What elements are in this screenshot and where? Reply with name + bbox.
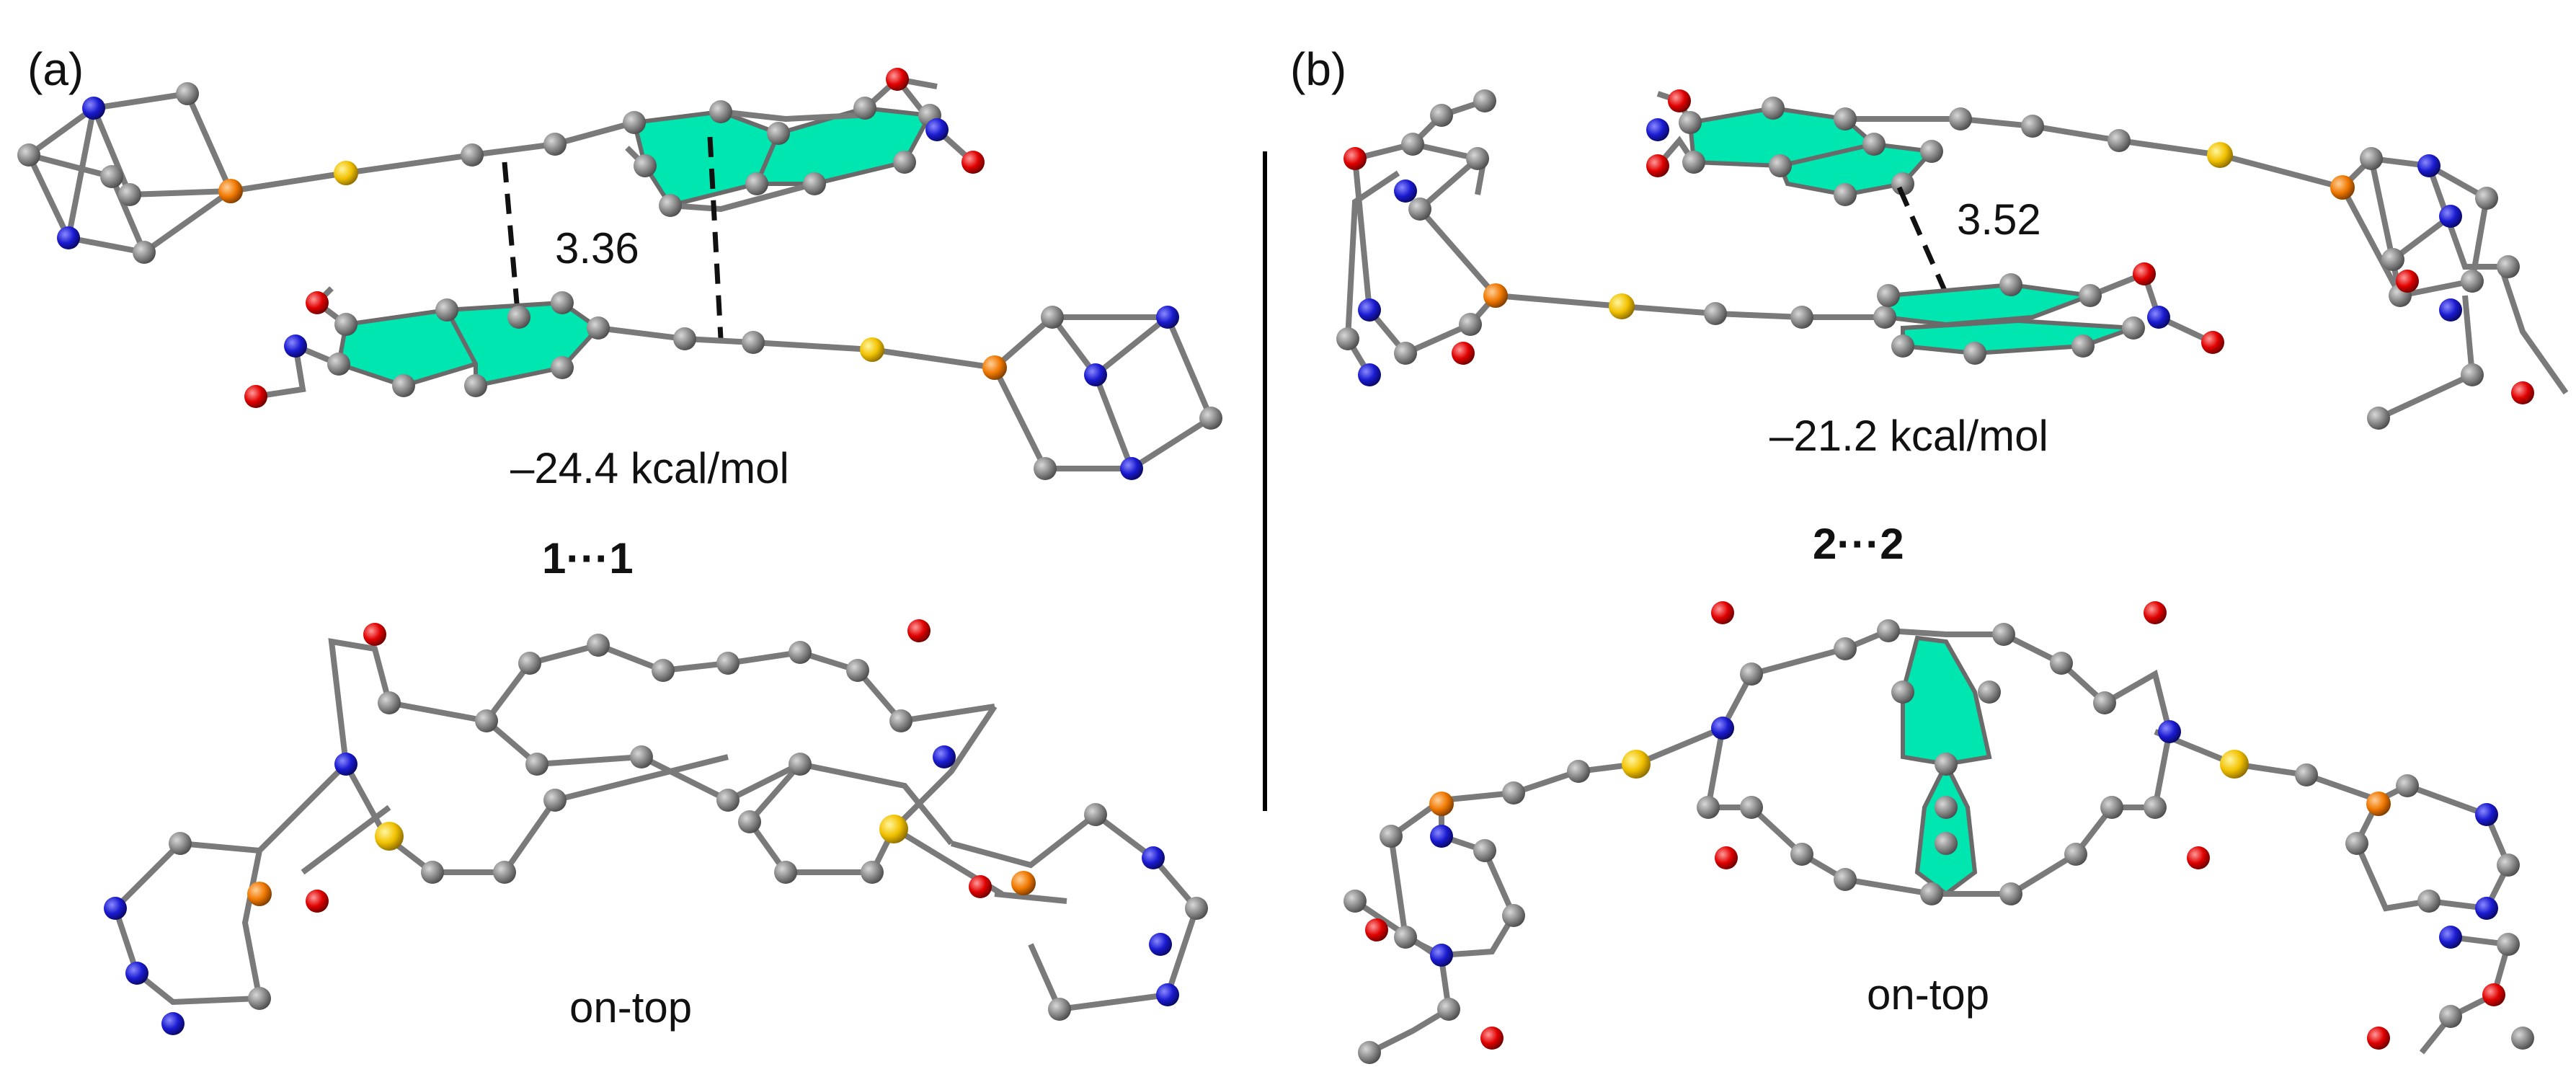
panel-a-bottom-molecule [244,286,1222,480]
sulfur-atom [2207,142,2233,168]
sulfur-atom [375,822,404,851]
atoms [1336,89,2224,386]
panel-a-view-label: on-top [569,983,692,1032]
phosphorus-atom [247,882,272,906]
phosphorus-atom [1483,283,1508,308]
atoms [244,291,1222,480]
panel-a-top-molecule [17,68,985,264]
phosphorus-atom [2330,175,2355,200]
panel-b: (b) [1290,43,2569,1064]
phosphorus-atom [1429,792,1454,816]
panel-a-label: (a) [27,43,84,95]
aromatic-ring-face [1901,635,1992,767]
phosphorus-atom [1011,871,1036,895]
phosphorus-atom [982,355,1007,380]
sulfur-atom [334,161,358,185]
panel-b-energy: –21.2 kcal/mol [1769,412,2048,460]
panel-a-distance-label: 3.36 [555,224,639,272]
panel-b-distance-label: 3.52 [1957,195,2041,244]
sulfur-atom [1609,293,1635,319]
phosphorus-atom [218,179,243,203]
panel-a-energy: –24.4 kcal/mol [510,444,789,492]
sulfur-atom [860,337,884,362]
panel-a-on-top-view [104,619,1208,1035]
sulfur-atom [2220,750,2249,779]
sulfur-atom [879,815,908,843]
atoms [104,619,1208,1035]
panel-a: (a) [17,43,1222,1035]
aromatic-ring-face [1914,759,1978,897]
phosphorus-atom [2366,792,2391,816]
panel-b-dimer-name: 2···2 [1813,520,1904,568]
atoms [17,68,985,264]
bonds [112,638,1200,1013]
sulfur-atom [1622,750,1651,779]
panel-a-dimer-name: 1···1 [542,534,634,582]
panel-b-label: (b) [1290,43,1346,95]
pi-stacking-contacts [502,136,724,340]
panel-b-top-molecule [1646,89,2569,430]
atoms [1343,601,2534,1064]
panel-b-on-top-view [1343,601,2534,1064]
aromatic-ring-face [1882,282,2092,327]
panel-b-bottom-molecule [1336,89,2224,386]
panel-b-view-label: on-top [1867,970,1989,1019]
aromatic-ring-face [1901,318,2135,356]
atoms [1646,89,2534,430]
